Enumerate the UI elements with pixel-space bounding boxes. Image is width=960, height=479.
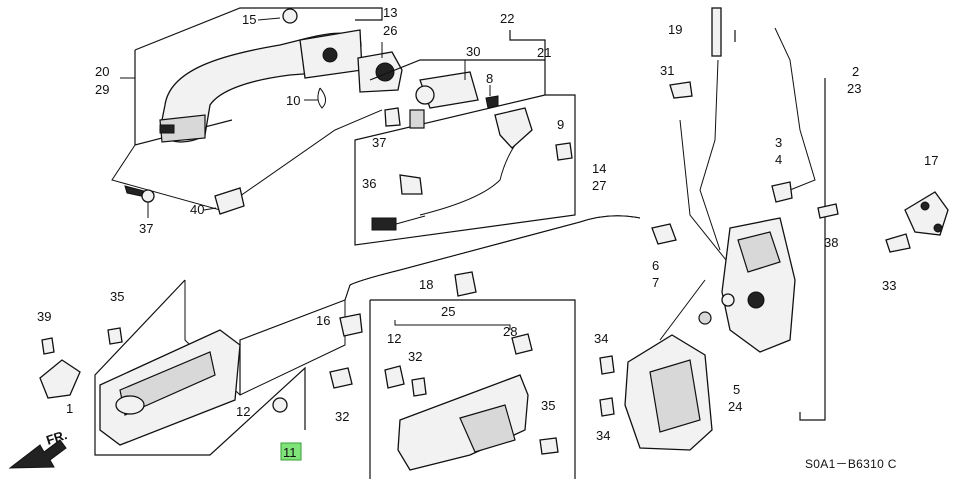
label-34a[interactable]: 34 bbox=[594, 331, 608, 346]
label-37b[interactable]: 37 bbox=[139, 221, 153, 236]
label-19[interactable]: 19 bbox=[668, 22, 682, 37]
bolt-33-icon bbox=[885, 233, 911, 253]
clip-36-icon bbox=[399, 174, 423, 195]
front-arrow: FR. bbox=[8, 427, 69, 469]
rod-end-21 bbox=[494, 107, 533, 149]
bolt-9-icon bbox=[555, 142, 573, 161]
label-12b[interactable]: 12 bbox=[387, 331, 401, 346]
label-38[interactable]: 38 bbox=[824, 235, 838, 250]
clip-6-7-icon bbox=[651, 223, 677, 245]
lock-rod bbox=[699, 59, 721, 251]
label-25[interactable]: 25 bbox=[441, 304, 455, 319]
inside-handle-rod bbox=[679, 119, 731, 266]
key-icon bbox=[409, 109, 425, 129]
label-12a[interactable]: 12 bbox=[236, 404, 250, 419]
label-23[interactable]: 23 bbox=[847, 81, 861, 96]
label-5[interactable]: 5 bbox=[733, 382, 740, 397]
screw-39-icon bbox=[41, 337, 55, 355]
label-32b[interactable]: 32 bbox=[408, 349, 422, 364]
label-35a[interactable]: 35 bbox=[110, 289, 124, 304]
label-10[interactable]: 10 bbox=[286, 93, 300, 108]
screw-34a-icon bbox=[599, 355, 615, 375]
label-7[interactable]: 7 bbox=[652, 275, 659, 290]
label-17[interactable]: 17 bbox=[924, 153, 938, 168]
label-24[interactable]: 24 bbox=[728, 399, 742, 414]
label-34b[interactable]: 34 bbox=[596, 428, 610, 443]
label-33[interactable]: 33 bbox=[882, 278, 896, 293]
label-21[interactable]: 21 bbox=[537, 45, 551, 60]
cover-cap-icon bbox=[282, 8, 298, 24]
handle-clip bbox=[159, 124, 175, 134]
clip-12b-icon bbox=[384, 365, 405, 389]
clip-35b-icon bbox=[539, 437, 559, 455]
screw-32a-icon bbox=[329, 367, 353, 389]
label-14[interactable]: 14 bbox=[592, 161, 606, 176]
label-18[interactable]: 18 bbox=[419, 277, 433, 292]
clip-40-icon bbox=[214, 187, 245, 215]
bolt-31-icon bbox=[669, 81, 693, 99]
label-32a[interactable]: 32 bbox=[335, 409, 349, 424]
label-3[interactable]: 3 bbox=[775, 135, 782, 150]
label-31[interactable]: 31 bbox=[660, 63, 674, 78]
key-cylinder-assembly bbox=[354, 30, 576, 246]
label-26[interactable]: 26 bbox=[383, 23, 397, 38]
handle-bolt-hole bbox=[322, 47, 338, 63]
outer-rod-2-23 bbox=[774, 27, 816, 191]
highlight-11-box bbox=[280, 442, 302, 461]
front-arrow-label: FR. bbox=[44, 427, 69, 448]
clip-8-icon bbox=[485, 95, 499, 109]
link-rod bbox=[419, 144, 516, 216]
label-28[interactable]: 28 bbox=[503, 324, 517, 339]
label-8[interactable]: 8 bbox=[486, 71, 493, 86]
inside-handle-assembly bbox=[39, 271, 477, 456]
label-36[interactable]: 36 bbox=[362, 176, 376, 191]
door-latch-assembly bbox=[599, 7, 949, 451]
clip-16-icon bbox=[339, 313, 363, 337]
label-20[interactable]: 20 bbox=[95, 64, 109, 79]
screw-38-icon bbox=[817, 203, 839, 219]
label-22[interactable]: 22 bbox=[500, 11, 514, 26]
label-9[interactable]: 9 bbox=[557, 117, 564, 132]
label-4[interactable]: 4 bbox=[775, 152, 782, 167]
lock-knob-rod-19 bbox=[711, 7, 722, 57]
label-37a[interactable]: 37 bbox=[372, 135, 386, 150]
screw-34b-icon bbox=[599, 397, 615, 417]
label-6[interactable]: 6 bbox=[652, 258, 659, 273]
label-16[interactable]: 16 bbox=[316, 313, 330, 328]
clip-35a-icon bbox=[107, 327, 123, 345]
label-30[interactable]: 30 bbox=[466, 44, 480, 59]
label-40[interactable]: 40 bbox=[190, 202, 204, 217]
window-regulator-knob-1 bbox=[39, 359, 81, 399]
outside-handle-assembly bbox=[111, 7, 403, 218]
diagram-code: S0A1－B6310 C bbox=[805, 457, 897, 471]
handle-base bbox=[159, 114, 206, 143]
inside-handle-25-assembly bbox=[369, 299, 576, 479]
screw-37b-icon bbox=[384, 107, 401, 127]
clip-28-icon bbox=[511, 333, 533, 355]
clip-3-4-icon bbox=[771, 181, 793, 203]
label-15[interactable]: 15 bbox=[242, 12, 256, 27]
connector-icon bbox=[371, 217, 397, 231]
part-labels[interactable]: 15 13 26 22 30 21 8 20 29 10 37 9 36 37 … bbox=[37, 5, 938, 460]
key-cylinder-face bbox=[375, 62, 395, 82]
spring-clip-icon bbox=[317, 87, 326, 109]
label-29[interactable]: 29 bbox=[95, 82, 109, 97]
cap-12a-icon bbox=[272, 397, 288, 413]
label-39[interactable]: 39 bbox=[37, 309, 51, 324]
front-arrow-icon bbox=[8, 439, 67, 469]
label-2[interactable]: 2 bbox=[852, 64, 859, 79]
label-27[interactable]: 27 bbox=[592, 178, 606, 193]
screw-32b-icon bbox=[411, 377, 427, 397]
label-13[interactable]: 13 bbox=[383, 5, 397, 20]
label-11[interactable]: 11 bbox=[283, 445, 297, 460]
label-35b[interactable]: 35 bbox=[541, 398, 555, 413]
clip-18-icon bbox=[454, 271, 477, 297]
label-1[interactable]: 1 bbox=[66, 401, 73, 416]
